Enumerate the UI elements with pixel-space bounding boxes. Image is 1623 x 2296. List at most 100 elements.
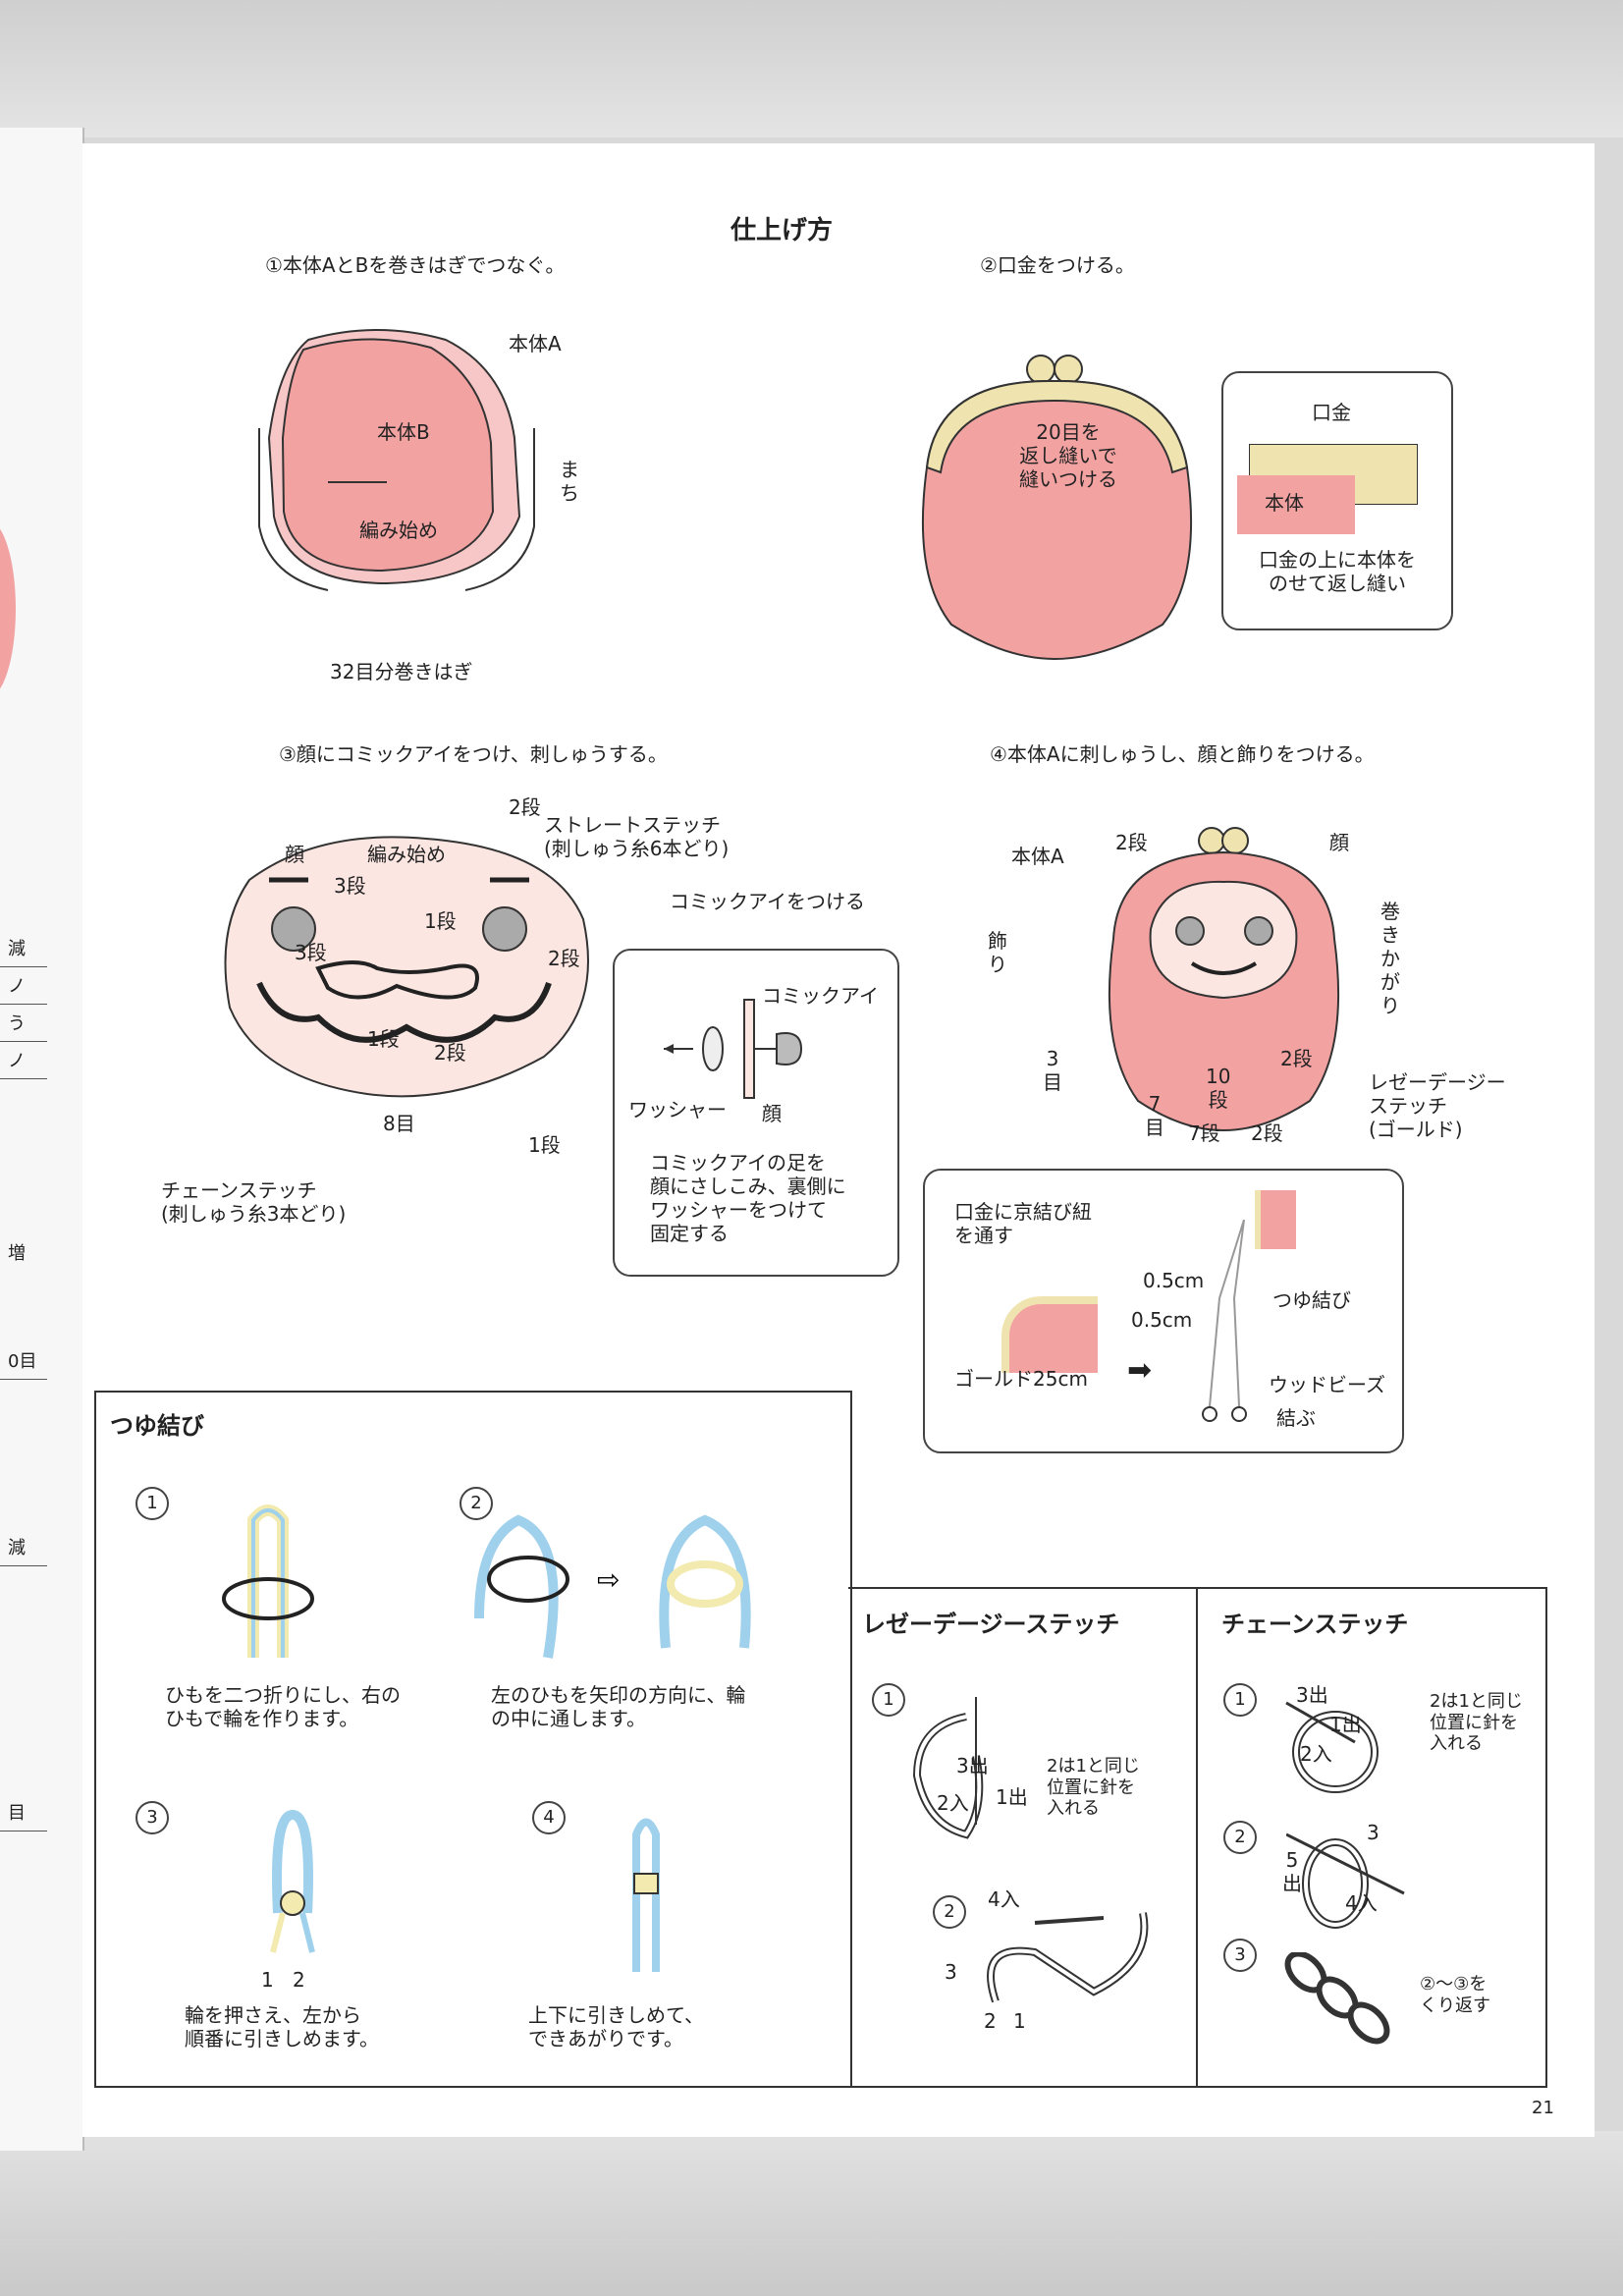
step4-callout-thread: 口金に京結び紐 を通す <box>954 1200 1092 1247</box>
step4-callout-tie: 結ぶ <box>1276 1406 1316 1430</box>
callout-clasp-shape <box>1001 1296 1098 1373</box>
decor-cord-illustration <box>1202 1219 1247 1422</box>
left-tab: 0目 <box>0 1345 47 1380</box>
tsuyu-step3-text: 輪を押さえ、左から 順番に引きしめます。 <box>185 2003 379 2050</box>
step4-callout-05b: 0.5cm <box>1131 1308 1193 1332</box>
step4-callout-05a: 0.5cm <box>1143 1269 1205 1292</box>
tsuyu-label-2: 2 <box>293 1968 305 1992</box>
lazy-step2-1: 1 <box>1013 2009 1026 2033</box>
step4-label-7me: 7 目 <box>1145 1092 1164 1139</box>
step3-label-chain: チェーンステッチ (刺しゅう糸3本どり) <box>161 1178 347 1226</box>
chain-step1-num: 1 <box>1223 1683 1257 1717</box>
step3-label-1dan-b: 1段 <box>367 1027 400 1051</box>
lazy-step1-1de: 1出 <box>996 1785 1028 1809</box>
chain-step1-note: 2は1と同じ 位置に針を 入れる <box>1430 1691 1523 1755</box>
step3-label-2dan-top: 2段 <box>509 795 541 819</box>
chain-title: チェーンステッチ <box>1221 1611 1409 1638</box>
step2-caption: ②口金をつける。 <box>980 253 1135 277</box>
step3-eye-callout: コミックアイ ワッシャー 顔 コミックアイの足を 顔にさしこみ、裏側に ワッシャ… <box>613 949 899 1277</box>
lazy-step1-3de: 3出 <box>956 1754 989 1777</box>
eye-callout-washer: ワッシャー <box>628 1098 727 1121</box>
step4-caption: ④本体Aに刺しゅうし、顔と飾りをつける。 <box>990 742 1375 766</box>
chain-step1-1de: 1出 <box>1329 1713 1362 1736</box>
step4-callout-gold: ゴールド25cm <box>954 1367 1088 1391</box>
left-tab: ノ <box>0 970 47 1005</box>
tsuyu-step-num: 3 <box>135 1801 169 1834</box>
chain-step3-note: ②〜③を くり返す <box>1420 1974 1490 2016</box>
tsuyu-label-1: 1 <box>261 1968 274 1992</box>
tsuyu-step3-illustration <box>270 1809 315 1953</box>
step2-callout-note: 口金の上に本体を のせて返し縫い <box>1259 548 1416 595</box>
step2-purse-illustration <box>921 355 1193 661</box>
step4-label-wrap: 巻きかがり <box>1380 900 1400 1017</box>
step4-callout-bead: ウッドビーズ <box>1269 1373 1385 1396</box>
chain-step2-num: 2 <box>1223 1821 1257 1854</box>
left-tab: う <box>0 1008 47 1042</box>
step3-label-start: 編み始め <box>367 843 446 866</box>
scan-background-bottom <box>0 2131 1623 2296</box>
chain-step1-2iri: 2入 <box>1300 1742 1332 1766</box>
callout-purse-edge <box>1255 1190 1296 1249</box>
eye-callout-eye: コミックアイ <box>762 984 879 1008</box>
page: 仕上げ方 ①本体AとBを巻きはぎでつなぐ。 本体A 本体B 編み始め まち 32… <box>82 143 1595 2137</box>
lazy-step2-2: 2 <box>984 2009 997 2033</box>
chain-step2-3: 3 <box>1367 1821 1380 1844</box>
step2-callout: 口金 本体 口金の上に本体を のせて返し縫い <box>1221 371 1453 630</box>
tsuyu-step-num: 4 <box>532 1801 566 1834</box>
page-number: 21 <box>1532 2098 1554 2118</box>
step3-label-2dan-bottom: 2段 <box>434 1041 466 1065</box>
step1-purse-illustration <box>258 329 535 591</box>
tsuyu-step4-text: 上下に引きしめて、 できあがりです。 <box>528 2003 704 2050</box>
chain-step3-illustration <box>1284 1952 1390 2045</box>
chain-box: チェーンステッチ 1 3出 1出 2入 2は1と同じ 位置に針を 入れる 2 3… <box>1196 1587 1547 2088</box>
step3-label-attach-eye: コミックアイをつける <box>670 890 865 913</box>
step4-label-2dan-c: 2段 <box>1251 1121 1283 1145</box>
lazy-step2-4iri: 4入 <box>988 1887 1020 1911</box>
step3-label-straight: ストレートステッチ (刺しゅう糸6本どり) <box>544 813 730 860</box>
step3-face-illustration <box>224 836 589 1098</box>
step4-label-2dan: 2段 <box>1115 831 1148 854</box>
arrow-right-icon: ➡ <box>1127 1353 1153 1388</box>
step4-label-10dan: 10 段 <box>1206 1065 1231 1112</box>
step3-label-2dan-right: 2段 <box>548 947 580 970</box>
step4-label-face: 顔 <box>1329 831 1349 854</box>
step4-label-2dan-b: 2段 <box>1280 1047 1313 1070</box>
chain-step1-3de: 3出 <box>1296 1683 1328 1707</box>
step1-label-body-a: 本体A <box>509 332 562 355</box>
step4-callout: 口金に京結び紐 を通す ゴールド25cm ➡ 0.5cm 0.5cm つゆ結び … <box>923 1169 1404 1453</box>
tsuyu-step2-text: 左のひもを矢印の方向に、輪 の中に通します。 <box>491 1683 746 1730</box>
step1-label-gusset: まち <box>560 458 579 505</box>
step3-label-1dan-c: 1段 <box>528 1133 561 1157</box>
step3-label-1dan-a: 1段 <box>424 909 457 933</box>
tsuyu-title: つゆ結び <box>110 1412 204 1440</box>
lazy-step2-illustration <box>987 1912 1149 2003</box>
step1-caption: ①本体AとBを巻きはぎでつなぐ。 <box>265 253 566 277</box>
step4-label-3me: 3 目 <box>1043 1047 1062 1094</box>
page-title: 仕上げ方 <box>730 216 834 246</box>
lazy-daisy-box: レゼーデージーステッチ 1 3出 2入 1出 2は1と同じ 位置に針を 入れる … <box>848 1587 1198 2088</box>
tsuyu-step1-illustration <box>222 1504 314 1658</box>
lazy-step2-3: 3 <box>945 1960 957 1984</box>
step4-label-lazy: レゼーデージー ステッチ (ゴールド) <box>1369 1070 1506 1141</box>
lazy-step1-note: 2は1と同じ 位置に針を 入れる <box>1047 1756 1140 1820</box>
left-tab: ノ <box>0 1045 47 1079</box>
step2-callout-body: 本体 <box>1265 491 1304 515</box>
step1-label-start: 編み始め <box>359 519 438 542</box>
tsuyu-step1-text: ひもを二つ折りにし、右の ひもで輪を作ります。 <box>165 1683 401 1730</box>
chain-step3-num: 3 <box>1223 1939 1257 1972</box>
step2-callout-clasp: 口金 <box>1312 401 1351 424</box>
step3-label-3dan-a: 3段 <box>334 874 366 898</box>
chain-step2-4iri: 4入 <box>1345 1891 1378 1915</box>
chain-step2-5de: 5 出 <box>1282 1848 1302 1895</box>
tsuyu-box: つゆ結び 1 ひもを二つ折りにし、右の ひもで輪を作ります。 2 ⇨ 左のひもを… <box>94 1391 852 2088</box>
step3-label-8me: 8目 <box>383 1112 415 1135</box>
eye-parts-illustration <box>664 999 803 1099</box>
lazy-step2-num: 2 <box>933 1895 966 1929</box>
left-tab: 増 <box>8 1243 26 1264</box>
chain-step2-illustration <box>1286 1832 1405 1929</box>
left-page-edge: 減 ノ う ノ 増 0目 減 目 <box>0 128 84 2151</box>
step4-label-body-a: 本体A <box>1011 845 1064 868</box>
left-tab: 目 <box>0 1797 47 1831</box>
step4-daruma-illustration <box>1108 827 1340 1132</box>
step3-label-3dan-b: 3段 <box>295 941 327 964</box>
